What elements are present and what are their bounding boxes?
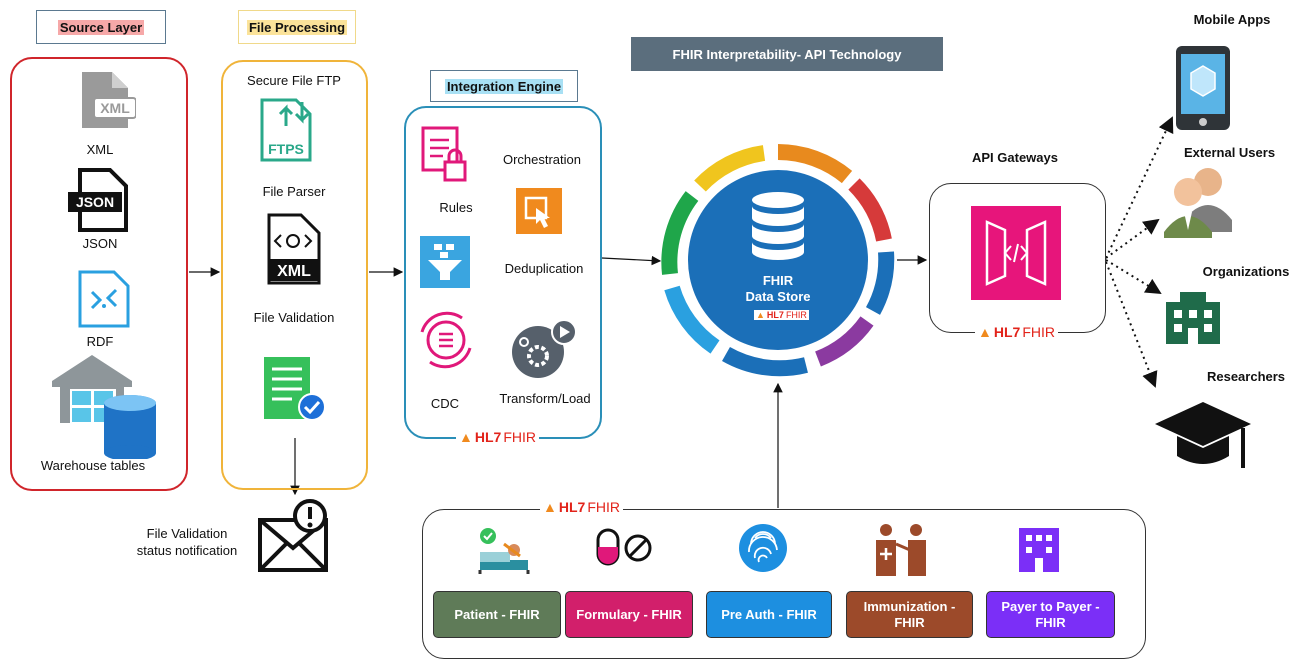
diagram-title-text: FHIR Interpretability- API Technology [672, 46, 902, 62]
deduplication-filter-icon [420, 236, 470, 288]
diagram-title: FHIR Interpretability- API Technology [631, 37, 943, 71]
category-immunization-label: Immunization - FHIR [863, 598, 956, 630]
api-gateways-label: API Gateways [972, 150, 1058, 165]
xml-parser-icon: XML [267, 213, 321, 285]
formulary-pill-icon [596, 528, 652, 566]
source-layer-title: Source Layer [57, 19, 145, 35]
orchestration-label: Orchestration [502, 152, 582, 167]
json-label: JSON [82, 236, 118, 251]
category-payer-label: Payer to Payer - FHIR [1001, 598, 1100, 630]
fingerprint-icon [739, 524, 787, 572]
resources-fhir-text: FHIR [587, 499, 620, 515]
rules-label: Rules [439, 200, 473, 215]
category-formulary-label: Formulary - FHIR [576, 606, 682, 622]
fhir-store-ring [661, 144, 895, 377]
payer-building-icon [1019, 528, 1059, 572]
ftps-glyph-text: FTPS [268, 141, 304, 157]
graduation-cap-icon [1155, 402, 1251, 468]
category-formulary: Formulary - FHIR [565, 591, 693, 638]
xml-label: XML [86, 142, 114, 157]
transform-load-label: Transform/Load [499, 391, 591, 406]
store-hl7-text: HL7 [766, 310, 784, 320]
dotted-to-orgs [1105, 259, 1162, 295]
organizations-label: Organizations [1202, 264, 1290, 279]
rdf-label: RDF [86, 334, 114, 349]
source-layer-panel [10, 57, 188, 491]
cdc-label: CDC [430, 396, 460, 411]
external-users-label: External Users [1184, 145, 1276, 160]
transform-load-icon [512, 319, 577, 378]
dotted-to-external [1105, 218, 1160, 259]
database-icon [752, 192, 804, 260]
category-payer: Payer to Payer - FHIR [986, 591, 1115, 638]
xml-file-icon: XML [82, 72, 136, 128]
svg-text:XML: XML [100, 100, 130, 116]
mobile-apps-label: Mobile Apps [1193, 12, 1271, 27]
file-processing-header: File Processing [238, 10, 356, 44]
json-glyph-text: JSON [76, 194, 114, 210]
file-processing-panel [221, 60, 368, 490]
notification-line-2: status notification [136, 543, 238, 558]
deduplication-label: Deduplication [504, 261, 584, 276]
api-gateway-icon [971, 206, 1061, 300]
secure-ftp-label: Secure File FTP [247, 73, 341, 88]
file-processing-title: File Processing [246, 19, 348, 35]
ftps-icon: FTPS [260, 98, 312, 162]
warehouse-icon [52, 355, 156, 459]
notification-label: File Validation status notification [122, 525, 252, 559]
fhir-store-line-2: Data Store [745, 289, 811, 304]
rules-lock-icon [421, 126, 467, 182]
gateway-fhir-text: FHIR [1022, 324, 1055, 340]
source-layer-header: Source Layer [36, 10, 166, 44]
arrow-engine-to-store [601, 255, 662, 266]
fhir-data-store [661, 144, 895, 377]
xml-parser-glyph-text: XML [277, 263, 311, 280]
json-file-icon: JSON [68, 168, 128, 232]
engine-hl7-text: HL7 [474, 429, 502, 445]
organization-building-icon [1166, 292, 1220, 344]
file-parser-label: File Parser [262, 184, 326, 199]
integration-engine-header: Integration Engine [430, 70, 578, 102]
rdf-file-icon [78, 270, 130, 328]
fhir-resources-panel [422, 509, 1146, 659]
integration-engine-title: Integration Engine [444, 78, 564, 94]
dotted-to-mobile [1105, 116, 1174, 259]
researchers-label: Researchers [1206, 369, 1286, 384]
category-immunization: Immunization - FHIR [846, 591, 973, 638]
category-patient: Patient - FHIR [433, 591, 561, 638]
orchestration-icon [516, 188, 562, 234]
validation-document-icon [264, 357, 326, 421]
store-fhir-text: FHIR [785, 310, 807, 320]
category-patient-label: Patient - FHIR [454, 606, 540, 622]
cdc-gear-icon [420, 311, 472, 369]
patient-bed-icon [478, 528, 530, 574]
fhir-store-label: FHIR Data Store [728, 273, 828, 305]
gateway-hl7-text: HL7 [993, 324, 1021, 340]
dotted-to-researchers [1105, 261, 1158, 388]
mobile-phone-icon [1176, 46, 1230, 130]
file-validation-label: File Validation [253, 310, 335, 325]
engine-fhir-text: FHIR [503, 429, 536, 445]
category-preauth-label: Pre Auth - FHIR [721, 606, 817, 622]
resources-hl7-text: HL7 [558, 499, 586, 515]
external-users-icon [1164, 168, 1232, 238]
fhir-store-line-1: FHIR [762, 273, 794, 288]
immunization-icon [876, 524, 926, 576]
category-preauth: Pre Auth - FHIR [706, 591, 832, 638]
notification-mail-icon [258, 499, 328, 572]
warehouse-label: Warehouse tables [40, 458, 146, 473]
notification-line-1: File Validation [146, 526, 228, 541]
